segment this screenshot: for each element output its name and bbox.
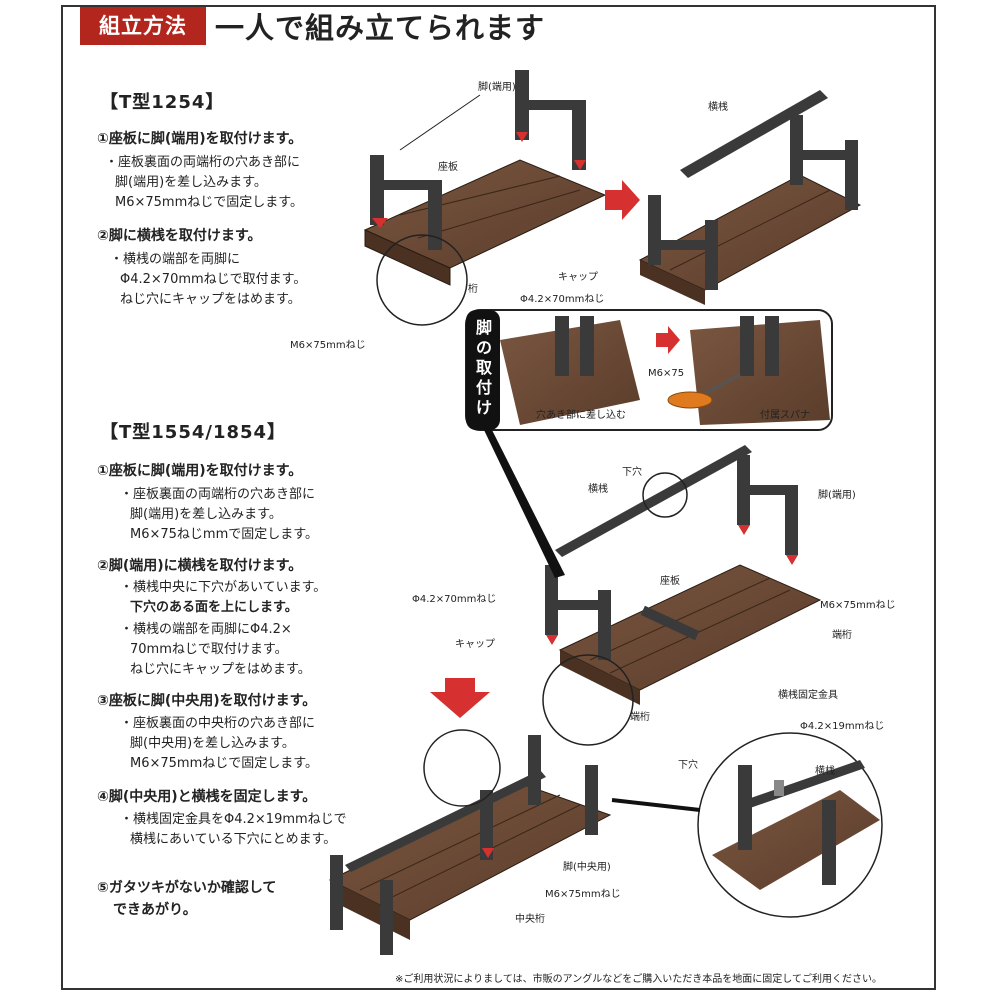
t1554-step3-text: ・座板裏面の中央桁の穴あき部に 脚(中央用)を差し込みます。 M6×75mmねじ… <box>120 716 318 771</box>
label-end-beam: 端桁 <box>832 630 852 641</box>
label-insert: 穴あき部に差し込む <box>536 410 626 421</box>
t1254-step2-text: ・横桟の端部を両脚に Φ4.2×70mmねじで取付ます。 ねじ穴にキャップをはめ… <box>110 252 307 307</box>
t1254-step1-text: ・座板裏面の両端桁の穴あき部に 脚(端用)を差し込みます。 M6×75mmねじで… <box>105 155 303 210</box>
t1554-step3: ③座板に脚(中央用)を取付けます。 <box>97 693 317 709</box>
t1554-step2b-text: ・横桟の端部を両脚にΦ4.2× 70mmねじで取付けます。 ねじ穴にキャップをは… <box>120 622 311 677</box>
label-crossbar-2: 横桟 <box>588 484 608 495</box>
label-beam: 桁 <box>468 284 478 295</box>
t1554-step1-text: ・座板裏面の両端桁の穴あき部に 脚(端用)を差し込みます。 M6×75ねじmmで… <box>120 487 318 542</box>
bracket-zoom <box>611 732 883 918</box>
label-leg-end-2: 脚(端用) <box>818 490 856 501</box>
t1254-heading: 【T型1254】 <box>100 92 225 113</box>
t1254-step2: ②脚に横桟を取付けます。 <box>97 228 262 244</box>
t1554-step2-text: ・横桟中央に下穴があいています。 下穴のある面を上にします。 <box>120 580 327 615</box>
label-phi70-screw: Φ4.2×70mmねじ <box>520 294 605 305</box>
label-phi19-screw: Φ4.2×19mmねじ <box>800 721 885 732</box>
section-tag: 組立方法 <box>80 7 206 45</box>
label-crossbar-3: 横桟 <box>815 766 835 777</box>
page-frame <box>61 5 936 990</box>
bench-1254-step1 <box>363 70 607 326</box>
label-bracket: 横桟固定金具 <box>778 690 838 701</box>
label-m6-screw: M6×75mmねじ <box>290 340 366 351</box>
t1554-step4: ④脚(中央用)と横桟を固定します。 <box>97 789 317 805</box>
t1554-heading: 【T型1554/1854】 <box>100 422 287 443</box>
bench-1254-step2 <box>638 90 862 305</box>
label-spanner: 付属スパナ <box>760 410 810 421</box>
label-leg-end: 脚(端用) <box>478 82 516 93</box>
t1554-step5: ⑤ガタツキがないか確認して できあがり。 <box>97 880 277 918</box>
label-center-beam: 中央桁 <box>515 914 545 925</box>
t1554-step2: ②脚(端用)に横桟を取付けます。 <box>97 558 303 574</box>
footnote: ※ご利用状況によりましては、市販のアングルなどをご購入いただき本品を地面に固定し… <box>395 974 882 985</box>
bench-1554-step34 <box>328 729 612 955</box>
label-cap: キャップ <box>558 272 598 283</box>
label-seat-2: 座板 <box>660 576 680 587</box>
zoom-panel <box>465 309 833 431</box>
label-m6-screw-3: M6×75mmねじ <box>545 889 621 900</box>
label-m6-screw-2: M6×75mmねじ <box>820 600 896 611</box>
label-m6-75: M6×75 <box>648 368 685 379</box>
label-crossbar: 横桟 <box>708 102 728 113</box>
page-title: 一人で組み立てられます <box>215 11 546 45</box>
bench-1554-step12 <box>542 445 822 746</box>
zoom-panel-label: 脚 の 取 付 け <box>475 318 492 417</box>
t1254-step1: ①座板に脚(端用)を取付けます。 <box>97 131 303 147</box>
label-seat: 座板 <box>438 162 458 173</box>
label-leg-center: 脚(中央用) <box>563 862 611 873</box>
next-arrow-1 <box>605 180 640 220</box>
t1554-step4-text: ・横桟固定金具をΦ4.2×19mmねじで 横桟にあいている下穴にとめます。 <box>120 812 347 847</box>
label-end-beam-2: 端桁 <box>630 712 650 723</box>
label-pilot-hole-2: 下穴 <box>678 760 698 771</box>
t1554-step1: ①座板に脚(端用)を取付けます。 <box>97 463 303 479</box>
label-phi70-screw-2: Φ4.2×70mmねじ <box>412 594 497 605</box>
label-pilot-hole: 下穴 <box>622 467 642 478</box>
down-arrow <box>430 678 490 718</box>
label-cap-2: キャップ <box>455 639 495 650</box>
